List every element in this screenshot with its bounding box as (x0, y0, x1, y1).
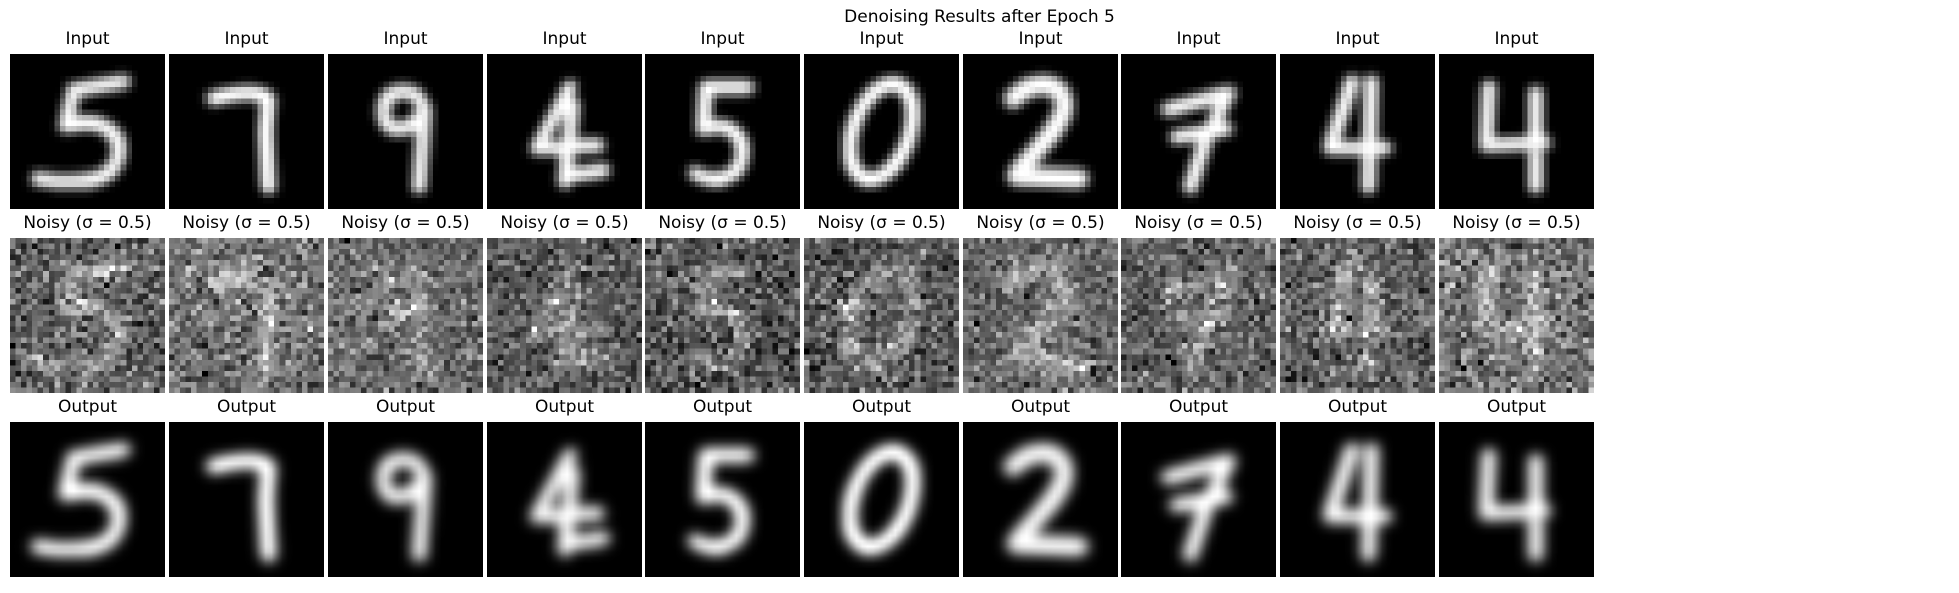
output-title: Output (851, 397, 912, 417)
input-digit-image (169, 54, 324, 209)
output-title: Output (216, 397, 277, 417)
input-digit-image (1439, 54, 1594, 209)
output-digit-image (1121, 422, 1276, 577)
output-digit-image (487, 422, 642, 577)
noisy-cell-6: Noisy (σ = 0.5) (804, 212, 959, 393)
noisy-title: Noisy (σ = 0.5) (976, 213, 1105, 233)
output-digit-image (963, 422, 1118, 577)
input-title: Input (1494, 29, 1539, 49)
input-digit-image (487, 54, 642, 209)
output-cell-8: Output (1121, 396, 1276, 577)
input-cell-3: Input (328, 28, 483, 209)
noisy-cell-8: Noisy (σ = 0.5) (1121, 212, 1276, 393)
noisy-digit-image (963, 238, 1118, 393)
output-cell-10: Output (1439, 396, 1594, 577)
input-cell-9: Input (1280, 28, 1435, 209)
noisy-digit-image (169, 238, 324, 393)
output-digit-image (169, 422, 324, 577)
output-title: Output (692, 397, 753, 417)
output-digit-image (645, 422, 800, 577)
noisy-cell-1: Noisy (σ = 0.5) (10, 212, 165, 393)
noisy-digit-image (487, 238, 642, 393)
noisy-digit-image (1121, 238, 1276, 393)
output-digit-image (1439, 422, 1594, 577)
input-title: Input (542, 29, 587, 49)
noisy-digit-image (804, 238, 959, 393)
output-digit-image (328, 422, 483, 577)
output-digit-image (10, 422, 165, 577)
noisy-title: Noisy (σ = 0.5) (658, 213, 787, 233)
noisy-digit-image (645, 238, 800, 393)
input-cell-10: Input (1439, 28, 1594, 209)
output-cell-3: Output (328, 396, 483, 577)
input-cell-2: Input (169, 28, 324, 209)
input-title: Input (1176, 29, 1221, 49)
noisy-digit-image (10, 238, 165, 393)
noisy-cell-5: Noisy (σ = 0.5) (645, 212, 800, 393)
noisy-cell-3: Noisy (σ = 0.5) (328, 212, 483, 393)
input-digit-image (804, 54, 959, 209)
input-title: Input (700, 29, 745, 49)
noisy-cell-10: Noisy (σ = 0.5) (1439, 212, 1594, 393)
noisy-title: Noisy (σ = 0.5) (500, 213, 629, 233)
input-title: Input (224, 29, 269, 49)
input-digit-image (10, 54, 165, 209)
noisy-title: Noisy (σ = 0.5) (1452, 213, 1581, 233)
noisy-cell-4: Noisy (σ = 0.5) (487, 212, 642, 393)
input-cell-5: Input (645, 28, 800, 209)
input-title: Input (65, 29, 110, 49)
noisy-digit-image (1280, 238, 1435, 393)
noisy-title: Noisy (σ = 0.5) (1293, 213, 1422, 233)
output-cell-7: Output (963, 396, 1118, 577)
input-title: Input (1018, 29, 1063, 49)
output-cell-5: Output (645, 396, 800, 577)
figure-title: Denoising Results after Epoch 5 (844, 7, 1115, 27)
noisy-digit-image (328, 238, 483, 393)
output-title: Output (534, 397, 595, 417)
output-cell-6: Output (804, 396, 959, 577)
output-cell-4: Output (487, 396, 642, 577)
input-cell-4: Input (487, 28, 642, 209)
input-title: Input (1335, 29, 1380, 49)
noisy-cell-9: Noisy (σ = 0.5) (1280, 212, 1435, 393)
output-title: Output (1010, 397, 1071, 417)
output-title: Output (375, 397, 436, 417)
input-digit-image (645, 54, 800, 209)
input-cell-6: Input (804, 28, 959, 209)
output-title: Output (1486, 397, 1547, 417)
input-digit-image (1121, 54, 1276, 209)
output-digit-image (804, 422, 959, 577)
noisy-title: Noisy (σ = 0.5) (817, 213, 946, 233)
input-cell-8: Input (1121, 28, 1276, 209)
output-title: Output (1327, 397, 1388, 417)
noisy-title: Noisy (σ = 0.5) (1134, 213, 1263, 233)
input-digit-image (963, 54, 1118, 209)
output-cell-9: Output (1280, 396, 1435, 577)
input-digit-image (328, 54, 483, 209)
noisy-title: Noisy (σ = 0.5) (341, 213, 470, 233)
output-cell-2: Output (169, 396, 324, 577)
input-title: Input (859, 29, 904, 49)
input-title: Input (383, 29, 428, 49)
input-cell-1: Input (10, 28, 165, 209)
output-cell-1: Output (10, 396, 165, 577)
noisy-title: Noisy (σ = 0.5) (182, 213, 311, 233)
output-digit-image (1280, 422, 1435, 577)
noisy-cell-2: Noisy (σ = 0.5) (169, 212, 324, 393)
noisy-digit-image (1439, 238, 1594, 393)
noisy-cell-7: Noisy (σ = 0.5) (963, 212, 1118, 393)
output-title: Output (1168, 397, 1229, 417)
output-title: Output (57, 397, 118, 417)
input-digit-image (1280, 54, 1435, 209)
noisy-title: Noisy (σ = 0.5) (23, 213, 152, 233)
input-cell-7: Input (963, 28, 1118, 209)
